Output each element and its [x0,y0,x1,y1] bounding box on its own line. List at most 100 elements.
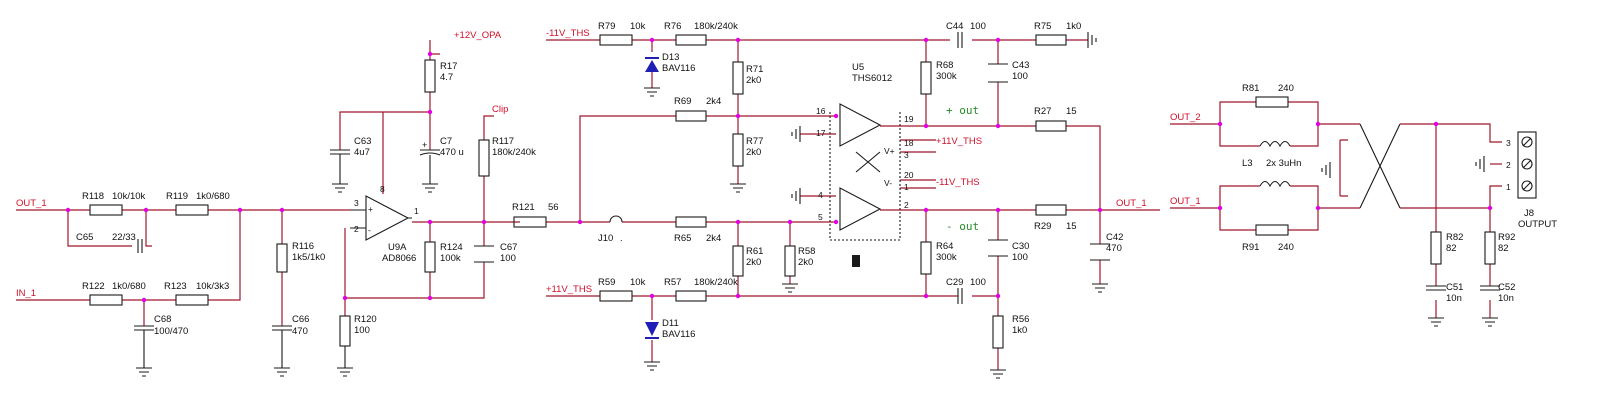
j8-connector: 3 2 1 [1506,131,1537,199]
part-labels: R118 10k/10k R119 1k0/680 C65 22/33 R122… [76,21,1557,340]
r121-ref: R121 [512,202,535,213]
r82-ref: R82 [1446,232,1463,243]
r119-value: 1k0/680 [196,191,230,202]
l3-value: 2x 3uHn [1266,158,1301,169]
wires [16,39,1502,370]
r58-body [784,245,796,277]
net-m11v-ths-top: -11V_THS [546,28,590,39]
c42-body [1090,243,1110,261]
svg-text:+: + [422,140,427,150]
r65-ref: R65 [674,233,691,244]
u9a-pin8: 8 [380,184,385,194]
net-in1: IN_1 [16,288,36,299]
r64-body [920,241,932,275]
u5-pin5: 5 [818,212,823,222]
c52-value: 10n [1498,293,1514,304]
component-bodies: + [89,32,1500,349]
r58-ref: R58 [798,246,815,257]
c67-value: 100 [500,253,516,264]
net-m11v-ths-mid: -11V_THS [936,177,980,188]
net-out1-amp: OUT_1 [1116,198,1147,209]
r116-body [276,243,288,273]
net-p11v-ths-mid: +11V_THS [936,136,982,147]
r124-ref: R124 [440,242,463,253]
c66-value: 470 [292,326,308,337]
r65-value: 2k4 [706,233,721,244]
u5-pin1: 1 [904,182,909,192]
r77-ref: R77 [746,136,763,147]
net-out1-input: OUT_1 [16,198,47,209]
r59-ref: R59 [598,277,615,288]
r17-ref: R17 [440,61,457,72]
r71-value: 2k0 [746,75,761,86]
c65-value: 22/33 [112,232,136,243]
r122-ref: R122 [82,281,105,292]
l3-ref: L3 [1242,158,1253,169]
r123-body [175,294,209,306]
l3-bot-body [1259,180,1291,188]
r75-ref: R75 [1034,21,1051,32]
r61-body [732,245,744,277]
net-out2-right: OUT_2 [1170,112,1201,123]
r123-value: 10k/3k3 [196,281,229,292]
c44-value: 100 [970,21,986,32]
r27-ref: R27 [1034,106,1051,117]
r57-body [675,290,707,302]
c29-body [957,288,963,304]
net-p11v-ths-bottom: +11V_THS [546,284,592,295]
r75-value: 1k0 [1066,21,1081,32]
r120-body [339,315,351,347]
r119-body [175,204,209,216]
u5-value: THS6012 [852,73,892,84]
r124-body [424,241,436,273]
c66-body [272,325,292,331]
r59-body [599,290,633,302]
c63-body [330,149,350,155]
r117-value: 180k/240k [492,147,536,158]
c30-body [988,239,1008,257]
r119-ref: R119 [166,191,188,202]
c68-ref: C68 [154,314,171,325]
net-clip: Clip [492,104,508,115]
r59-value: 10k [630,277,646,288]
output-crossover [1359,123,1401,209]
c65-body [137,239,143,253]
r121-value: 56 [548,202,559,213]
c67-ref: C67 [500,242,517,253]
u5-opamp: 16 17 19 18 3 20 1 4 5 2 V+ V- [816,103,914,267]
u5-pin2: 2 [904,200,909,210]
c68-body [134,325,154,331]
r92-ref: R92 [1498,232,1515,243]
r77-value: 2k0 [746,147,761,158]
j10-ref: J10 [598,233,613,244]
r71-ref: R71 [746,64,763,75]
r120-ref: R120 [354,314,377,325]
j8-pin3: 3 [1506,138,1511,148]
r69-value: 2k4 [706,96,721,107]
l3-top-body [1259,140,1291,148]
r116-ref: R116 [292,241,314,252]
r57-value: 180k/240k [694,277,738,288]
u9a-minus: - [368,225,371,235]
u5-pin18: 18 [904,138,914,148]
c30-value: 100 [1012,252,1028,263]
j8-value: OUTPUT [1518,219,1557,230]
j8-ref: J8 [1524,208,1534,219]
r56-ref: R56 [1012,314,1029,325]
u9a-pin3: 3 [354,198,359,208]
r79-body [599,34,633,46]
r92-body [1484,231,1496,265]
r61-ref: R61 [746,246,763,257]
c42-ref: C42 [1106,232,1123,243]
r29-body [1035,204,1067,216]
r79-value: 10k [630,21,646,32]
u5-vminus: V- [884,178,892,188]
u5-thermal-pad [852,255,860,267]
c7-value: 470 u [440,147,464,158]
r116-value: 1k5/1k0 [292,252,325,263]
r56-body [992,315,1004,349]
c7-ref: C7 [440,136,452,147]
r56-value: 1k0 [1012,325,1027,336]
c52-body [1480,285,1500,291]
